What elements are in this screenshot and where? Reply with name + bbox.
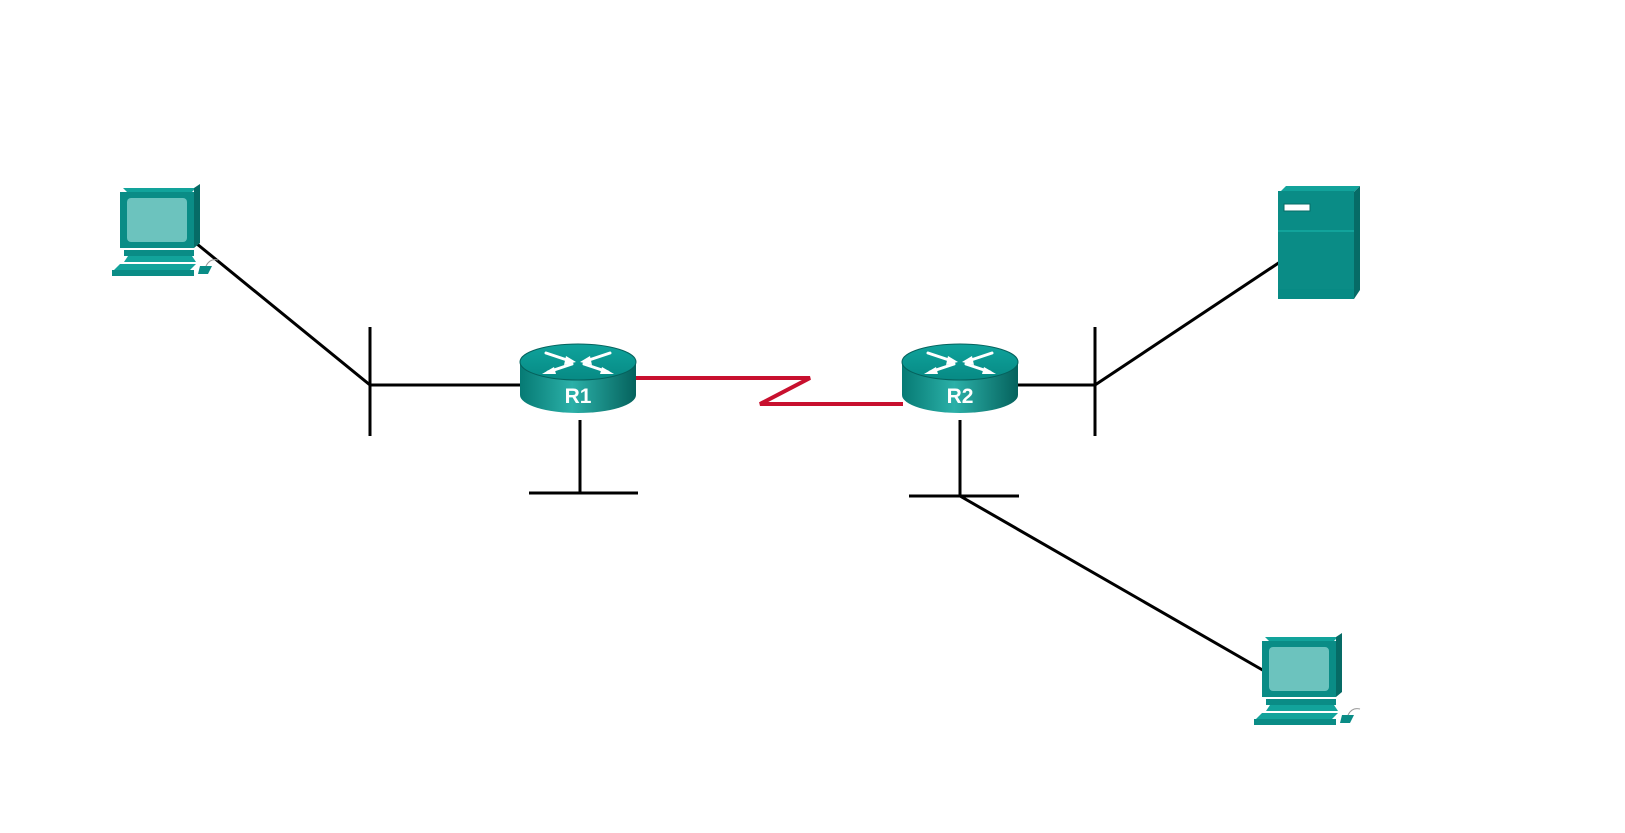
links-layer [196, 242, 1281, 674]
router-r1[interactable]: R1 [518, 342, 638, 415]
router-r2[interactable]: R2 [900, 342, 1020, 415]
link-lan4-to-pc [959, 494, 1267, 674]
server-icon[interactable] [1277, 185, 1361, 300]
pc-icon[interactable] [1253, 632, 1361, 726]
pc-icon[interactable] [111, 183, 219, 277]
link-pc-left-to-lan1 [196, 242, 371, 387]
link-r1-to-r2-serial [634, 376, 903, 406]
router-r1-label: R1 [565, 385, 592, 408]
router-r2-label: R2 [947, 385, 974, 408]
link-lan3-to-server [1094, 260, 1281, 387]
